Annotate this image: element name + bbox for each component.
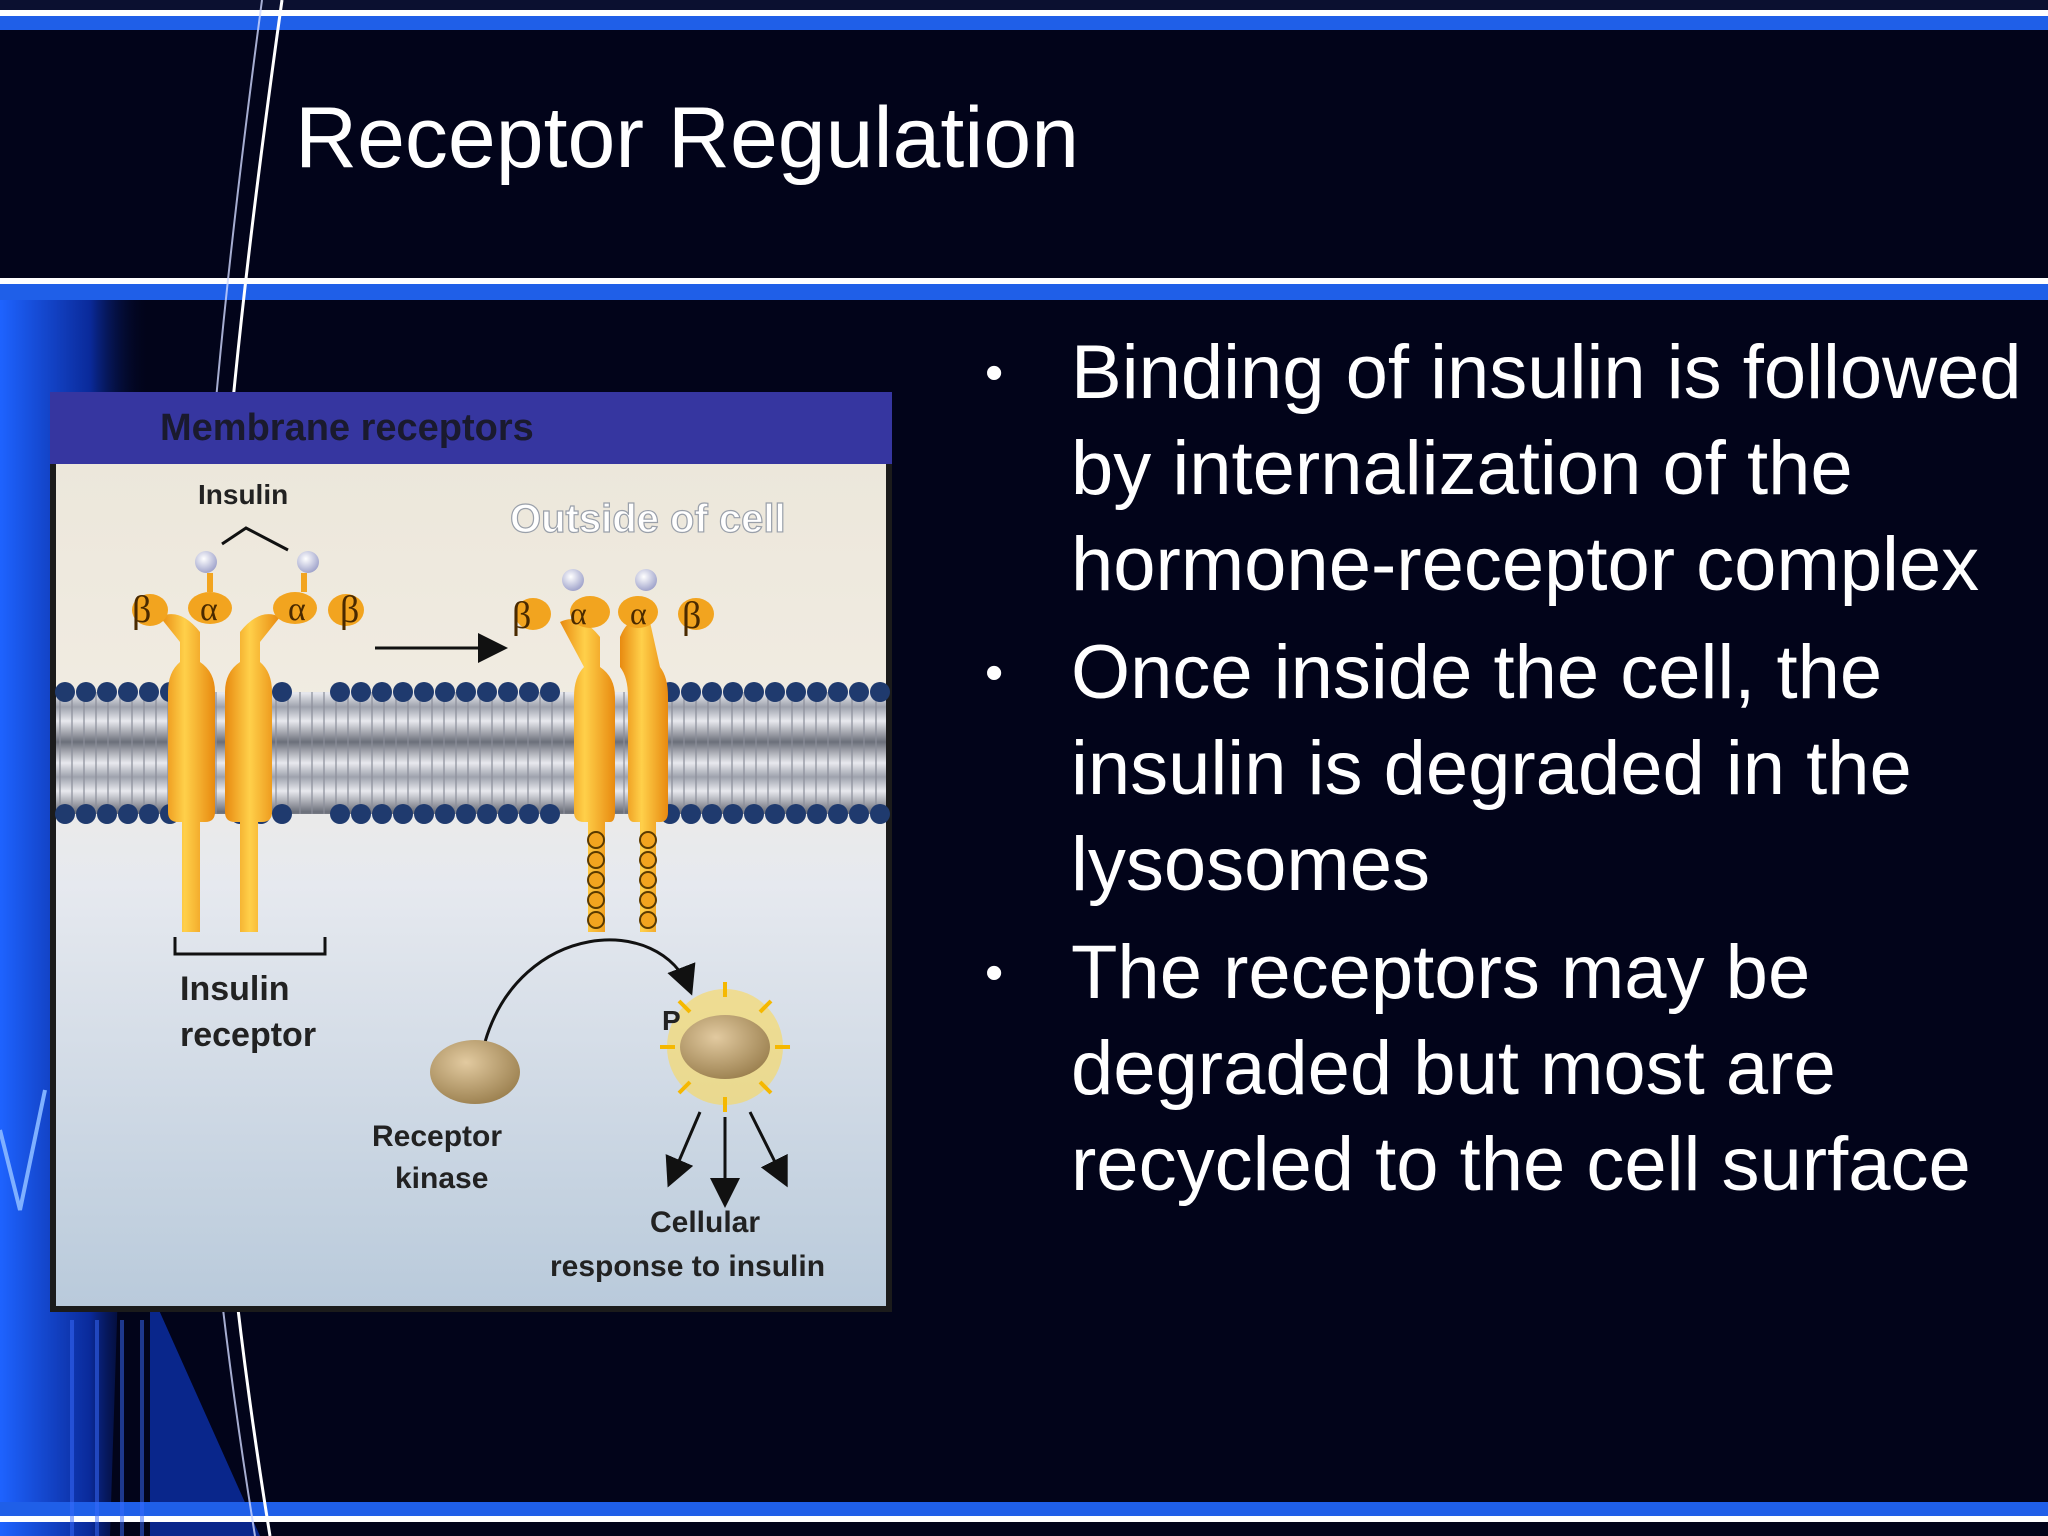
insulin-molecule — [297, 551, 319, 573]
slide-title: Receptor Regulation — [295, 90, 1080, 186]
bullet-text: Binding of insulin is followed by intern… — [1071, 330, 2022, 607]
membrane-heads-bottom — [55, 804, 890, 824]
bullet-text: Once inside the cell, the insulin is deg… — [1071, 630, 1912, 907]
response-label-line-1: Cellular — [650, 1206, 760, 1239]
receptor-label-line-2: receptor — [180, 1016, 316, 1054]
bullet-item: • Once inside the cell, the insulin is d… — [985, 625, 2025, 913]
outside-cell-label: Outside of cell — [510, 497, 786, 541]
receptor-kinase-inactive — [430, 1040, 520, 1104]
insulin-molecule — [635, 569, 657, 591]
bullet-list: • Binding of insulin is followed by inte… — [985, 325, 2025, 1225]
beta-subunit-label: β — [512, 595, 531, 637]
bullet-marker: • — [985, 644, 1004, 702]
receptor-kinase-active: P — [660, 982, 790, 1112]
kinase-label-line-2: kinase — [395, 1162, 488, 1195]
response-arrow — [665, 1111, 702, 1188]
response-arrow — [748, 1111, 788, 1188]
bullet-item: • Binding of insulin is followed by inte… — [985, 325, 2025, 613]
beta-subunit-label: β — [132, 589, 151, 631]
bullet-text: The receptors may be degraded but most a… — [1071, 930, 1971, 1207]
figure-header-bar — [50, 392, 892, 464]
insulin-molecule — [195, 551, 217, 573]
receptor-label-line-1: Insulin — [180, 970, 290, 1008]
bullet-marker: • — [985, 944, 1004, 1002]
bullet-marker: • — [985, 344, 1004, 402]
activation-arrow — [483, 938, 696, 1043]
alpha-subunit-label: α — [288, 591, 306, 628]
phosphate-groups — [587, 831, 657, 929]
alpha-subunit-label: α — [200, 591, 218, 628]
kinase-label-line-1: Receptor — [372, 1120, 502, 1153]
figure-header-text: Membrane receptors — [160, 407, 534, 449]
phosphate-label: P — [662, 1005, 681, 1036]
insulin-label: Insulin — [198, 479, 288, 510]
alpha-subunit-label: α — [570, 595, 587, 631]
bullet-item: • The receptors may be degraded but most… — [985, 925, 2025, 1213]
beta-subunit-label: β — [682, 595, 701, 637]
membrane-receptor-diagram: Membrane receptors Outside of cell Insul… — [50, 392, 892, 1312]
insulin-molecule — [562, 569, 584, 591]
alpha-subunit-label: α — [630, 595, 647, 631]
response-label-line-2: response to insulin — [550, 1250, 825, 1283]
beta-subunit-label: β — [340, 589, 359, 631]
insulin-receptor-unbound — [132, 592, 364, 932]
